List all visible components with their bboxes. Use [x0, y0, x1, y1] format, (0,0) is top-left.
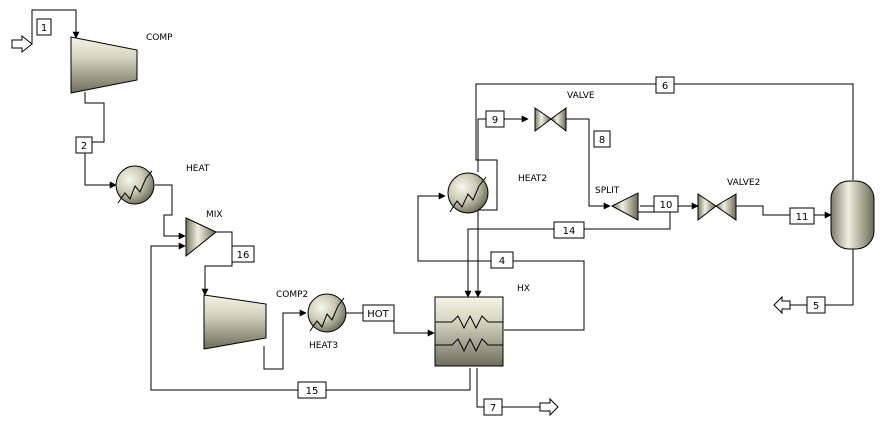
product-arrow-5[interactable] — [773, 295, 791, 315]
heat2-label: HEAT2 — [518, 174, 547, 184]
stream-4-label: 4 — [499, 256, 505, 267]
stream-2-tag[interactable]: 2 — [75, 136, 93, 154]
stream-1-tag[interactable]: 1 — [36, 18, 52, 36]
stream-11-tag[interactable]: 11 — [789, 207, 815, 225]
stream-6-line-b[interactable] — [474, 196, 498, 298]
product-arrow-7[interactable] — [539, 397, 559, 417]
comp2-label: COMP2 — [276, 290, 308, 300]
heat-to-mix-line[interactable] — [155, 184, 186, 240]
stream-6-label: 6 — [662, 81, 668, 92]
comp-label: COMP — [146, 33, 173, 43]
heat-exchanger-heater[interactable] — [115, 165, 155, 205]
stream-5-tag[interactable]: 5 — [806, 296, 826, 314]
stream-11-label: 11 — [796, 212, 809, 223]
stream-14-label: 14 — [563, 226, 576, 237]
heat2-heater[interactable] — [447, 172, 489, 214]
heat-label: HEAT — [186, 164, 210, 174]
heat3-label: HEAT3 — [309, 341, 338, 351]
stream-8-label: 8 — [599, 135, 605, 146]
stream-hot-tag[interactable]: HOT — [362, 304, 395, 322]
stream-7-tag[interactable]: 7 — [483, 398, 503, 416]
stream-1-line[interactable] — [31, 9, 80, 44]
stream-10-label: 10 — [660, 200, 673, 211]
stream-11-line[interactable] — [736, 205, 832, 219]
stream-6-line[interactable] — [475, 83, 854, 196]
stream-5-label: 5 — [813, 301, 819, 312]
heat3-heater[interactable] — [307, 293, 347, 333]
stream-8-line[interactable] — [566, 118, 611, 210]
stream-5-line[interactable] — [790, 248, 854, 306]
feed-arrow[interactable] — [11, 34, 33, 54]
stream-9-tag[interactable]: 9 — [485, 110, 505, 128]
valve2-label: VALVE2 — [727, 178, 760, 188]
stream-15-label: 15 — [306, 386, 319, 397]
stream-4-tag[interactable]: 4 — [490, 251, 514, 269]
hx-heat-exchanger[interactable] — [434, 296, 504, 367]
flash-tank[interactable] — [830, 180, 875, 250]
split-splitter[interactable] — [610, 192, 639, 221]
stream-16-tag[interactable]: 16 — [231, 245, 255, 263]
stream-9-label: 9 — [492, 115, 498, 126]
stream-6-tag[interactable]: 6 — [655, 76, 675, 94]
comp-compressor[interactable] — [70, 36, 138, 94]
stream-7-label: 7 — [490, 403, 496, 414]
stream-16-line[interactable] — [201, 231, 233, 296]
comp2-compressor[interactable] — [203, 294, 267, 350]
stream-7-line[interactable] — [476, 368, 540, 408]
stream-10-tag[interactable]: 10 — [653, 195, 679, 213]
mix-mixer[interactable] — [185, 217, 217, 258]
stream-9-line[interactable] — [477, 115, 529, 172]
valve2-valve[interactable] — [697, 193, 737, 222]
stream-15-tag[interactable]: 15 — [297, 381, 327, 399]
hx-label: HX — [517, 284, 530, 294]
stream-1-label: 1 — [41, 23, 47, 34]
stream-2-label: 2 — [81, 141, 87, 152]
mix-label: MIX — [206, 210, 223, 220]
stream-14-tag[interactable]: 14 — [553, 221, 585, 239]
valve-valve[interactable] — [534, 107, 567, 133]
stream-16-label: 16 — [237, 250, 250, 261]
stream-2-line[interactable] — [84, 92, 117, 189]
split-label: SPLIT — [595, 186, 620, 196]
valve-label: VALVE — [567, 91, 595, 101]
stream-8-tag[interactable]: 8 — [593, 130, 611, 148]
stream-15-line[interactable] — [150, 242, 471, 391]
stream-hot-label: HOT — [367, 309, 389, 320]
comp2-outlet-line[interactable] — [263, 309, 307, 370]
